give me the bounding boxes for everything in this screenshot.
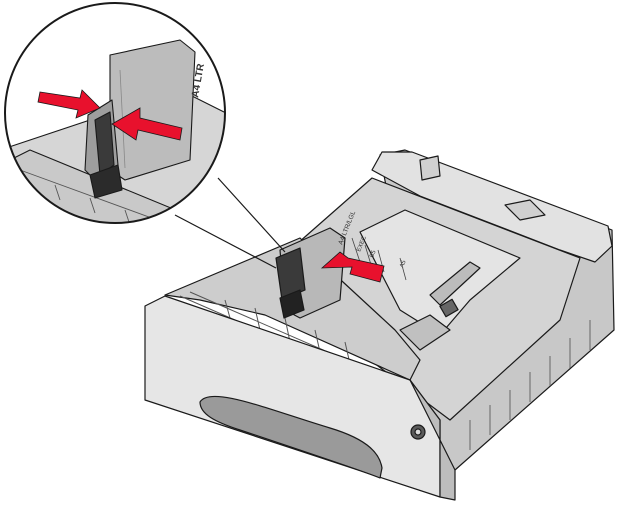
squeeze-arrow-right (111, 107, 183, 141)
guide-lock-button (439, 298, 459, 318)
push-arrow-tray (320, 251, 385, 283)
tray-label-a5: A5 (399, 259, 408, 269)
squeeze-arrow-left (37, 89, 101, 119)
rear-length-guide (429, 261, 481, 306)
tray-back-tab-2 (504, 199, 546, 221)
zoom-width-guide-plate (109, 39, 196, 181)
tray-front-edge (409, 379, 456, 501)
zoom-callout: A4 LTR (4, 2, 226, 224)
tray-label-b5: B5 (369, 249, 378, 259)
zoom-guide-foot (89, 164, 123, 199)
tray-center-plate (359, 209, 521, 336)
tray-label-exec: EXEC (356, 235, 368, 253)
zoom-width-guide-tab-dark (94, 111, 115, 176)
zoom-connector-lines (174, 177, 286, 269)
tray-handle-cutout (199, 395, 383, 479)
paper-tray (144, 149, 615, 501)
tray-back-tab-1 (419, 155, 441, 181)
tray-side-ribs (469, 320, 591, 450)
tray-release-knob (414, 428, 422, 436)
width-guide-shadow (279, 289, 305, 319)
zoom-circle-outline (4, 2, 226, 224)
width-guide-tab (275, 247, 306, 301)
tray-size-dial-panel (399, 314, 451, 351)
